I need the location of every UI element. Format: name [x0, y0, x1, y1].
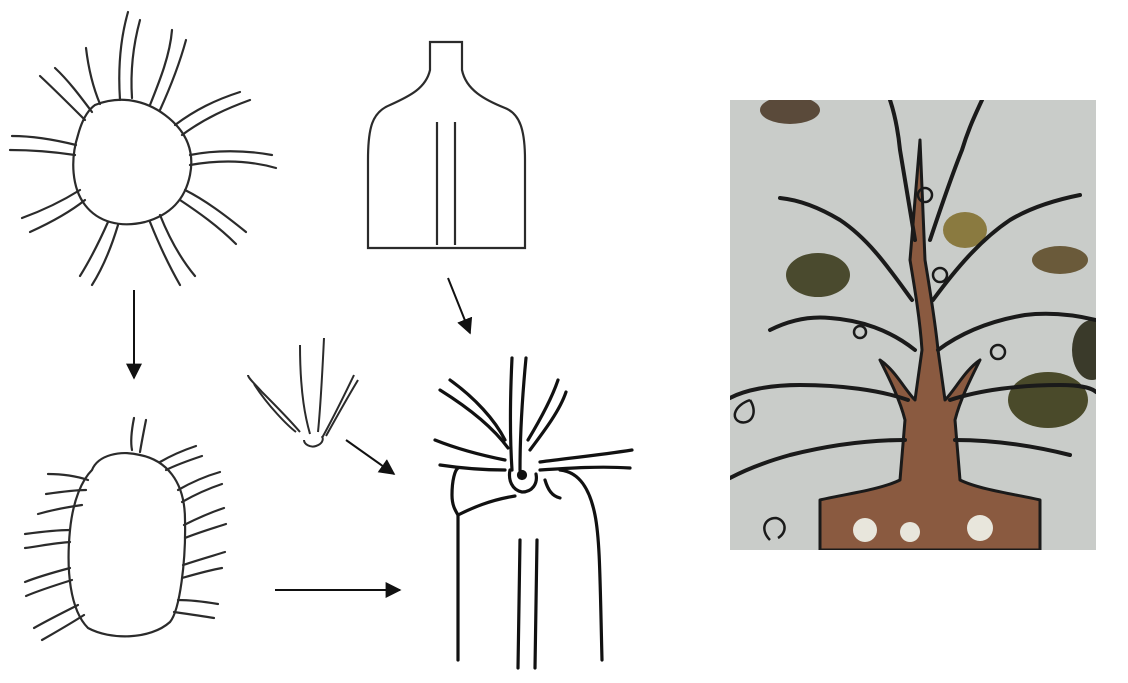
arrow-tuft-to-combined: [346, 440, 394, 474]
combined-sketch: [435, 358, 632, 668]
ring-sketch: [10, 12, 276, 285]
arrow-bottle-to-combined: [448, 278, 470, 333]
tuft-sketch: [248, 338, 358, 447]
artifact-photo: [730, 96, 1112, 550]
oval-sketch: [25, 418, 226, 640]
bottle-sketch: [368, 42, 525, 248]
